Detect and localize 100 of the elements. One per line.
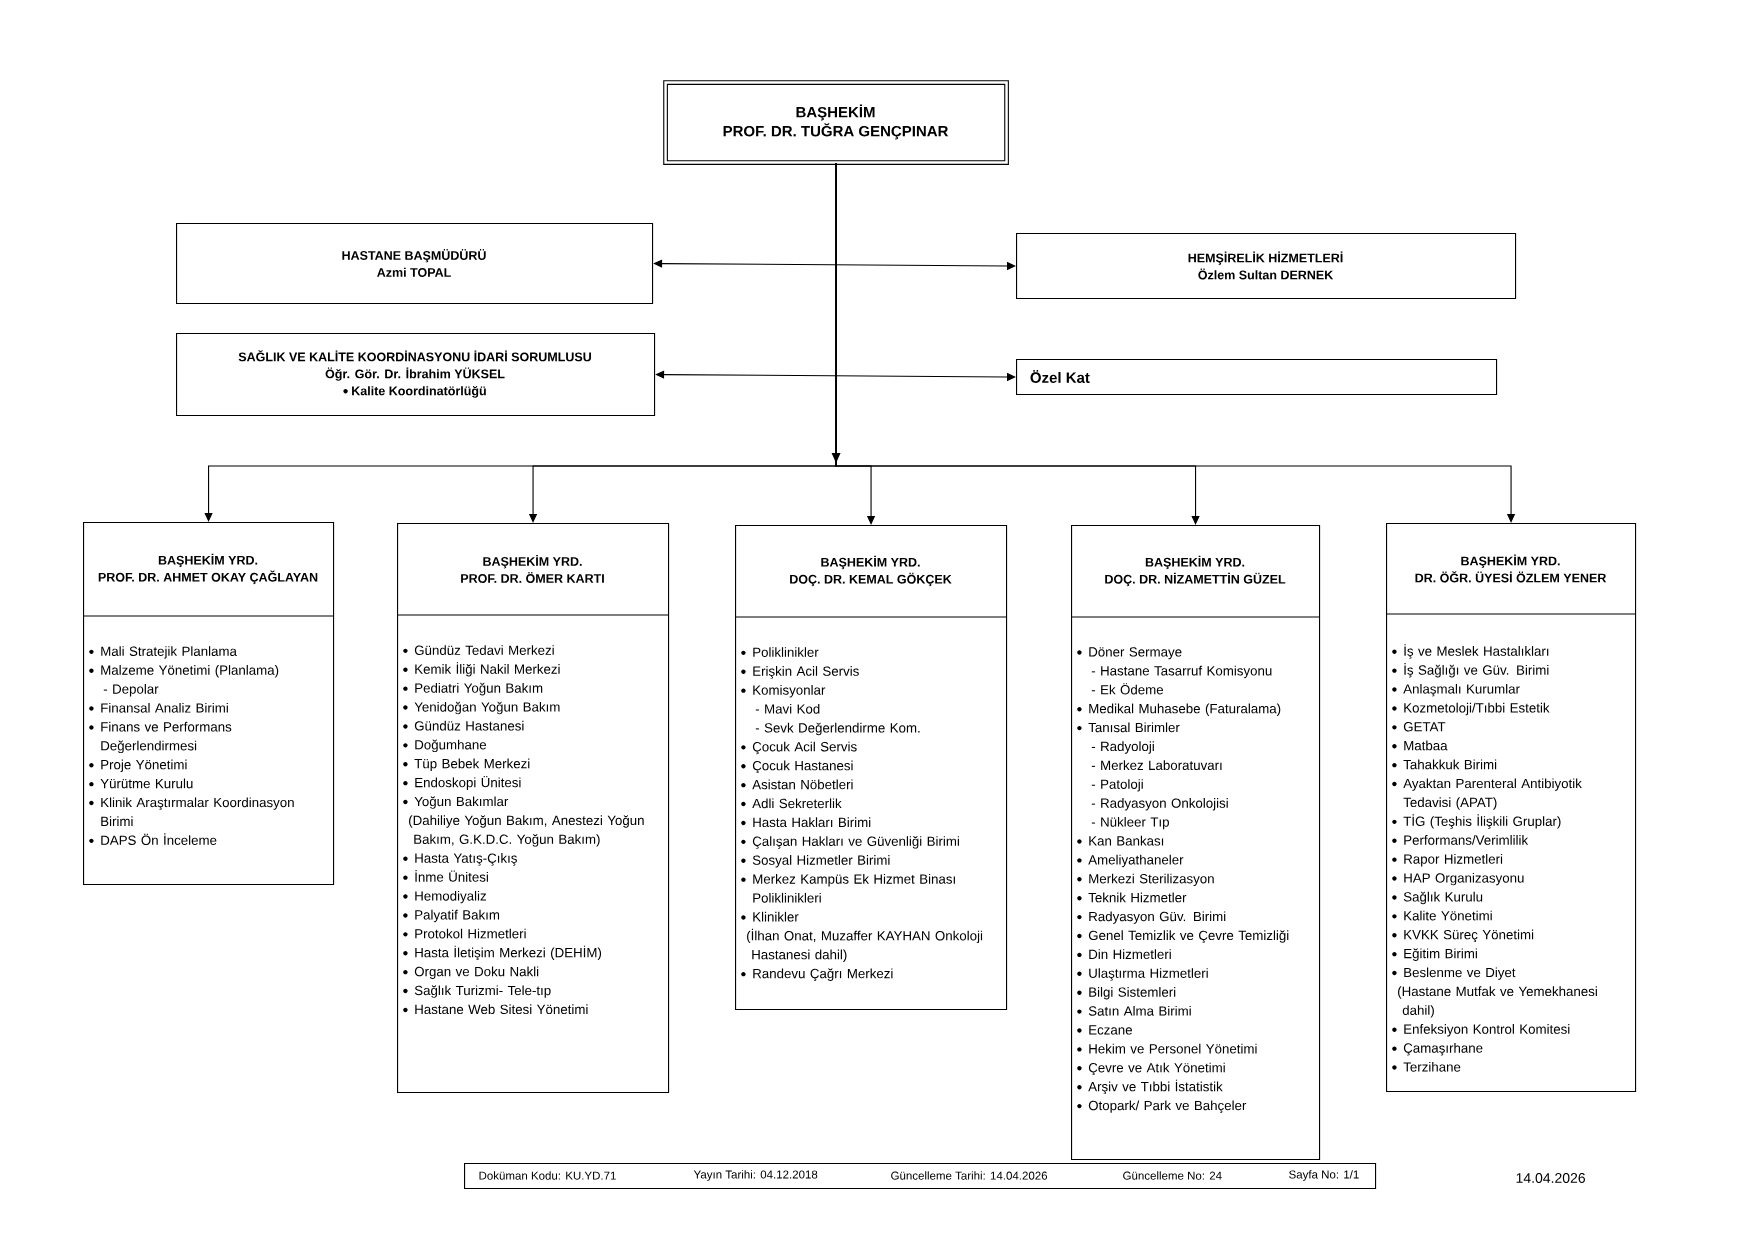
list-item: Adli Sekreterlik [741, 798, 842, 809]
arrow [835, 162, 1516, 523]
list-item: Hasta İletişim Merkezi (DEHİM) [403, 945, 602, 961]
list-item: Satın Alma Birimi [1077, 1005, 1191, 1016]
name-text: DOÇ. DR. NİZAMETTİN GÜZEL [1105, 572, 1286, 587]
heading-text: BAŞHEKİM YRD. [821, 555, 920, 570]
list-item: Hemodiyaliz [403, 890, 486, 904]
footer-text: Güncelleme No: 24 [1123, 1171, 1222, 1180]
list-item: Çocuk Hastanesi [741, 760, 853, 774]
footer-box [464, 1163, 1377, 1190]
list-item: Çocuk Acil Servis [741, 741, 857, 755]
list-item: Tahakkuk Birimi [1392, 759, 1497, 770]
list-item: Gündüz Hastanesi [403, 720, 524, 731]
list-item: Çamaşırhane [1392, 1043, 1483, 1056]
list-item: Çevre ve Atık Yönetimi [1077, 1062, 1225, 1076]
heading-text: BAŞHEKİM [796, 104, 875, 121]
list-item: Hastane Web Sitesi Yönetimi [403, 1004, 588, 1015]
list-item: Palyatif Bakım [403, 909, 500, 923]
heading-text: HEMŞİRELİK HİZMETLERİ [1188, 251, 1343, 265]
list-item: - Hastane Tasarruf Komisyonu [1091, 665, 1272, 679]
list-item: Malzeme Yönetimi (Planlama) [89, 665, 279, 678]
list-item: TİG (Teşhis İlişkili Gruplar) [1392, 814, 1561, 829]
heading-text: SAĞLIK VE KALİTE KOORDİNASYONU İDARİ SORUMLUSU [238, 350, 591, 362]
list-item: Eğitim Birimi [1392, 948, 1477, 961]
list-item: Anlaşmalı Kurumlar [1392, 683, 1520, 697]
heading-text: BAŞHEKİM YRD. [483, 555, 582, 569]
list-item: Hasta Hakları Birimi [741, 817, 871, 828]
name-text: PROF. DR. TUĞRA GENÇPINAR [723, 123, 949, 140]
list-item: Kalite Koordinatörlüğü [343, 386, 486, 398]
list-item: Endoskopi Ünitesi [403, 776, 521, 790]
list-item: Medikal Muhasebe (Faturalama) [1077, 703, 1281, 716]
list-item: Mali Stratejik Planlama [89, 646, 237, 659]
list-item: DAPS Ön İnceleme [89, 833, 217, 845]
list-item: Yenidoğan Yoğun Bakım [403, 701, 560, 715]
list-item: Doğumhane [403, 739, 487, 753]
department-box [82, 522, 335, 886]
list-item: (Dahiliye Yoğun Bakım, Anestezi Yoğun Bakım, G.K.D.C. Yoğun Bakım) [409, 815, 644, 847]
list-item: Din Hizmetleri [1077, 949, 1171, 959]
list-item: Enfeksiyon Kontrol Komitesi [1392, 1024, 1570, 1037]
list-item: Rapor Hizmetleri [1392, 854, 1503, 867]
list-item: - Mavi Kod [755, 703, 820, 714]
list-item: (İlhan Onat, Muzaffer KAYHAN Onkoloji Hastanesi dahil) [747, 928, 983, 962]
list-item: Radyasyon Güv. Birimi [1077, 911, 1226, 924]
heading-text: HASTANE BAŞMÜDÜRÜ [342, 249, 486, 263]
list-item: Performans/Verimlilik [1392, 835, 1529, 845]
list-item: Otopark/ Park ve Bahçeler [1077, 1100, 1247, 1113]
list-item: Sağlık Kurulu [1392, 891, 1483, 905]
list-item: Sosyal Hizmetler Birimi [741, 855, 890, 868]
footer-text: Yayın Tarihi: 04.12.2018 [693, 1170, 818, 1181]
list-item: KVKK Süreç Yönetimi [1392, 929, 1534, 943]
name-text: DOÇ. DR. KEMAL GÖKÇEK [790, 572, 952, 587]
list-item: Finans ve Performans Değerlendirmesi [89, 721, 232, 754]
list-item: Matbaa [1392, 740, 1448, 751]
list-item: Terzihane [1392, 1061, 1461, 1072]
list-item: Eczane [1077, 1025, 1132, 1035]
list-item: Tanısal Birimler [1077, 722, 1180, 733]
list-item: Klinikler [741, 911, 799, 922]
list-item: Yoğun Bakımlar [403, 796, 509, 809]
org-box [176, 223, 654, 305]
name-text: PROF. DR. ÖMER KARTI [461, 572, 604, 583]
name-text: Özlem Sultan DERNEK [1198, 268, 1334, 280]
name-text: DR. ÖĞR. ÜYESİ ÖZLEM YENER [1415, 571, 1607, 583]
list-item: Erişkin Acil Servis [741, 666, 859, 679]
list-item: Protokol Hizmetleri [403, 928, 526, 939]
list-item: Beslenme ve Diyet [1392, 967, 1516, 980]
list-item: Ayaktan Parenteral Antibiyotik Tedavisi (APAT) [1392, 778, 1582, 810]
list-item: İş Sağlığı ve Güv. Birimi [1392, 663, 1549, 678]
department-box [734, 525, 1008, 1011]
list-item: Bilgi Sistemleri [1077, 987, 1176, 1000]
list-item: Hasta Yatış-Çıkış [403, 853, 517, 866]
list-item: Teknik Hizmetler [1077, 892, 1187, 903]
list-item: Sağlık Turizmi- Tele-tıp [403, 985, 551, 998]
list-item: Arşiv ve Tıbbi İstatistik [1077, 1079, 1223, 1094]
name-text: Öğr. Gör. Dr. İbrahim YÜKSEL [325, 367, 505, 381]
list-item: Çalışan Hakları ve Güvenliği Birimi [741, 836, 959, 849]
list-item: - Radyoloji [1091, 741, 1154, 754]
list-item: İnme Ünitesi [403, 870, 488, 882]
list-item: Finansal Analiz Birimi [89, 702, 228, 713]
list-item: Asistan Nöbetleri [741, 779, 853, 790]
list-item: Kozmetoloji/Tıbbi Estetik [1392, 702, 1550, 716]
arrowhead [831, 453, 841, 463]
footer-text: Doküman Kodu: KU.YD.71 [479, 1171, 616, 1180]
footer-text: Güncelleme Tarihi: 14.04.2026 [891, 1171, 1048, 1180]
name-text: PROF. DR. AHMET OKAY ÇAĞLAYAN [98, 570, 318, 585]
org-box [1016, 359, 1498, 396]
title-box [663, 80, 1009, 165]
list-item: Randevu Çağrı Merkezi [741, 968, 893, 981]
org-box [176, 333, 656, 417]
list-item: Kemik İliği Nakil Merkezi [403, 662, 560, 677]
list-item: Kan Bankası [1077, 835, 1164, 846]
list-item: Pediatri Yoğun Bakım [403, 682, 543, 696]
department-box [1070, 525, 1321, 1161]
list-item: Poliklinikler [741, 647, 819, 657]
org-box [1016, 233, 1517, 300]
date-label: 14.04.2026 [1516, 1173, 1585, 1183]
list-item: Proje Yönetimi [89, 759, 187, 772]
list-item: Klinik Araştırmalar Koordinasyon Birimi [89, 797, 294, 826]
heading-text: BAŞHEKİM YRD. [158, 553, 258, 568]
list-item: Komisyonlar [741, 685, 826, 698]
list-item: Merkezi Sterilizasyon [1077, 873, 1214, 887]
